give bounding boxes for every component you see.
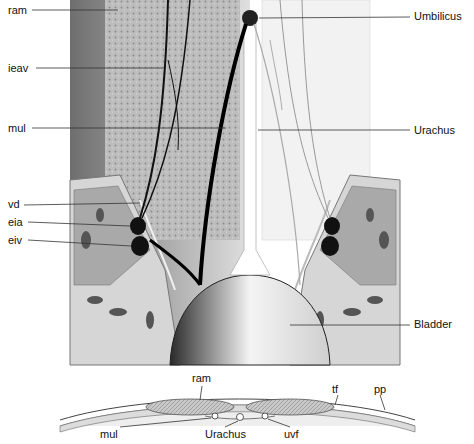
part-label: Bladder [414, 318, 452, 331]
part-label: Urachus [205, 428, 246, 441]
part-label: Urachus [414, 124, 455, 137]
part-label: Umbilicus [414, 10, 462, 23]
part-label: ram [8, 4, 27, 17]
part-label: tf [332, 383, 338, 396]
part-label: eiv [8, 234, 22, 247]
part-label: ieav [8, 62, 28, 75]
part-label: pp [374, 383, 386, 396]
part-label: uvf [284, 428, 299, 441]
part-label: vd [8, 198, 20, 211]
part-label: ram [192, 372, 211, 385]
part-label: mul [100, 428, 118, 441]
part-label: mul [8, 122, 26, 135]
part-label: eia [8, 216, 23, 229]
